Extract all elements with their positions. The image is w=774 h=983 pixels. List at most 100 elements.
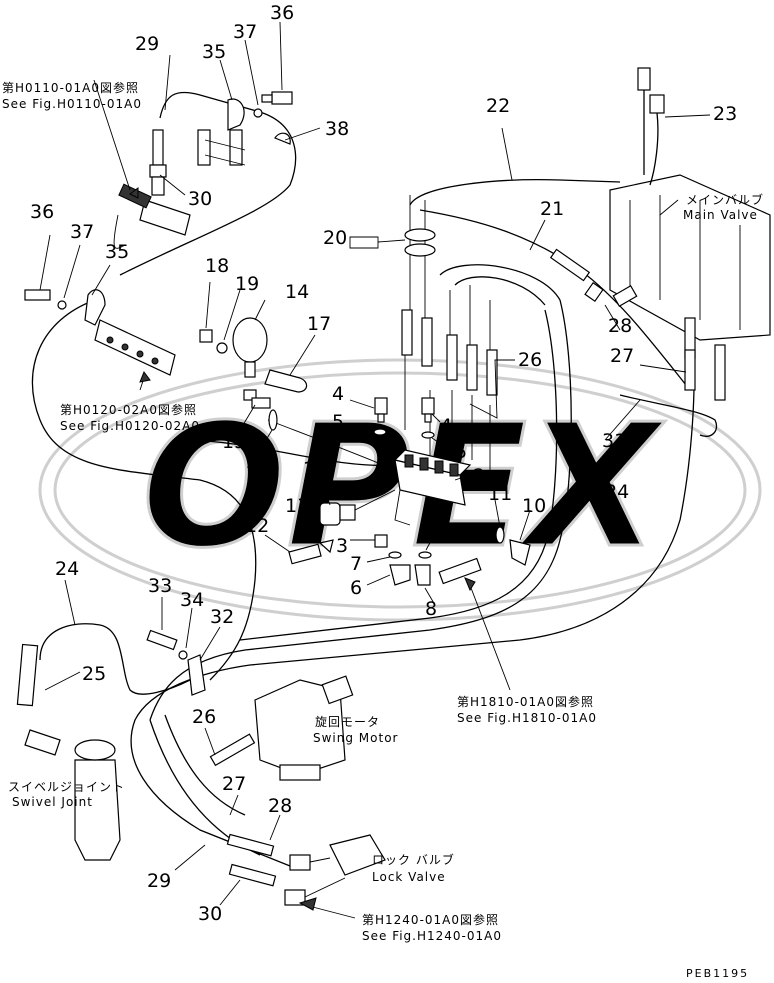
part-label-6: 6 — [350, 577, 362, 599]
part-label-21: 21 — [540, 198, 564, 220]
fitting-4-right — [421, 397, 435, 423]
part-label-16: 16 — [245, 451, 269, 473]
part-label-26-bottom: 26 — [192, 706, 216, 728]
part-label-31: 31 — [602, 430, 626, 452]
part-label-29-bottom: 29 — [147, 870, 171, 892]
part-label-38: 38 — [325, 118, 349, 140]
part-label-4-right: 4 — [440, 415, 452, 437]
lock-valve-label-jp: ロック バルブ — [372, 852, 455, 867]
parts — [16, 67, 771, 906]
bolt-33 — [146, 629, 178, 651]
hose-23 — [637, 67, 665, 186]
part-label-3: 3 — [336, 535, 348, 557]
ref-h0110-en: See Fig.H0110-01A0 — [2, 97, 142, 111]
washer-34 — [178, 650, 188, 660]
part-label-28-right: 28 — [608, 315, 632, 337]
part-label-19: 19 — [235, 273, 259, 295]
hose-end-h1810 — [438, 557, 482, 585]
part-label-22: 22 — [486, 95, 510, 117]
part-numbers: 29 35 37 36 38 30 36 37 35 18 19 14 17 1… — [30, 2, 737, 925]
accumulator-14 — [232, 317, 271, 409]
o-ring-5-right — [421, 431, 435, 439]
ref-h1240-jp: 第H1240-01A0図参照 — [362, 912, 499, 927]
part-label-37-top: 37 — [233, 21, 257, 43]
part-label-30-top: 30 — [188, 188, 212, 210]
part-label-33: 33 — [148, 575, 172, 597]
o-ring-7 — [388, 551, 402, 559]
fitting-17 — [264, 369, 308, 393]
leader-lines — [39, 21, 711, 919]
clamp-35-top — [197, 98, 246, 166]
part-label-8: 8 — [425, 598, 437, 620]
drawing-code: PEB1195 — [686, 967, 749, 980]
washer-13 — [318, 539, 334, 554]
bolt-36-top — [253, 91, 293, 145]
fitting-30-top — [118, 129, 191, 236]
part-label-30-bottom: 30 — [198, 903, 222, 925]
part-label-37-left: 37 — [70, 221, 94, 243]
elbow-6 — [389, 564, 411, 586]
reference-notes: 第H0110-01A0図参照 See Fig.H0110-01A0 第H0120… — [2, 80, 597, 943]
lock-valve-label-en: Lock Valve — [372, 870, 446, 884]
component-labels: メインバルブ Main Valve 旋回モータ Swing Motor スイベル… — [8, 192, 764, 884]
ref-h1810-jp: 第H1810-01A0図参照 — [457, 694, 594, 709]
ref-h1810-en: See Fig.H1810-01A0 — [457, 711, 597, 725]
swivel-joint-label-en: Swivel Joint — [12, 795, 93, 809]
part-label-18: 18 — [205, 255, 229, 277]
nut-18 — [199, 329, 213, 343]
part-label-11: 11 — [488, 483, 512, 505]
part-label-35-top: 35 — [202, 41, 226, 63]
part-label-25: 25 — [82, 663, 106, 685]
valve-block-2 — [393, 449, 472, 526]
part-label-17: 17 — [307, 313, 331, 335]
ref-h1240-en: See Fig.H1240-01A0 — [362, 929, 502, 943]
o-ring-11 — [495, 526, 505, 544]
fitting-30-bottom — [228, 863, 277, 887]
part-label-29-top: 29 — [135, 33, 159, 55]
part-label-35-left: 35 — [105, 241, 129, 263]
part-label-5-right: 5 — [455, 441, 467, 463]
part-label-27-right: 27 — [610, 345, 634, 367]
part-label-24-right: 24 — [605, 481, 629, 503]
manifold-left — [94, 319, 176, 376]
elbow-10 — [509, 539, 531, 566]
plug-3 — [374, 534, 388, 548]
ref-h0110-jp: 第H0110-01A0図参照 — [2, 80, 139, 95]
part-label-5-left: 5 — [332, 411, 344, 433]
solenoid-1 — [319, 489, 396, 526]
part-label-23: 23 — [713, 103, 737, 125]
part-label-32: 32 — [210, 606, 234, 628]
ref-h0120-jp: 第H0120-02A0図参照 — [60, 402, 197, 417]
part-label-4-left: 4 — [332, 383, 344, 405]
fitting-4-left — [374, 397, 388, 423]
bolt-36-left — [24, 289, 106, 326]
clamp-20 — [404, 228, 436, 257]
main-valve — [609, 174, 771, 401]
swing-motor-label-jp: 旋回モータ — [315, 715, 380, 729]
part-label-36-left: 36 — [30, 201, 54, 223]
elbow-8 — [414, 564, 431, 586]
swing-motor-label-en: Swing Motor — [313, 731, 398, 745]
swivel-joint-label-jp: スイベルジョイント — [8, 780, 125, 794]
fitting-28-bottom — [226, 833, 275, 857]
part-label-28-bottom: 28 — [268, 795, 292, 817]
swivel-joint — [16, 643, 121, 861]
fitting-26-bottom — [209, 733, 256, 767]
lock-valve — [284, 834, 386, 906]
part-label-10: 10 — [522, 495, 546, 517]
part-label-7: 7 — [350, 553, 362, 575]
o-ring-16 — [268, 409, 278, 431]
part-label-15: 15 — [222, 431, 246, 453]
reference-arrows — [129, 187, 476, 911]
fittings-26-right — [401, 309, 498, 396]
part-label-36-top: 36 — [270, 2, 294, 24]
part-label-14: 14 — [285, 281, 309, 303]
part-label-27-bottom: 27 — [222, 773, 246, 795]
bolt-12 — [288, 543, 322, 565]
ref-h0120-en: See Fig.H0120-02A0 — [60, 419, 200, 433]
part-label-34: 34 — [180, 589, 204, 611]
part-label-26-right: 26 — [518, 349, 542, 371]
part-label-24-left: 24 — [55, 558, 79, 580]
main-valve-label-jp: メインバルブ — [686, 192, 764, 207]
